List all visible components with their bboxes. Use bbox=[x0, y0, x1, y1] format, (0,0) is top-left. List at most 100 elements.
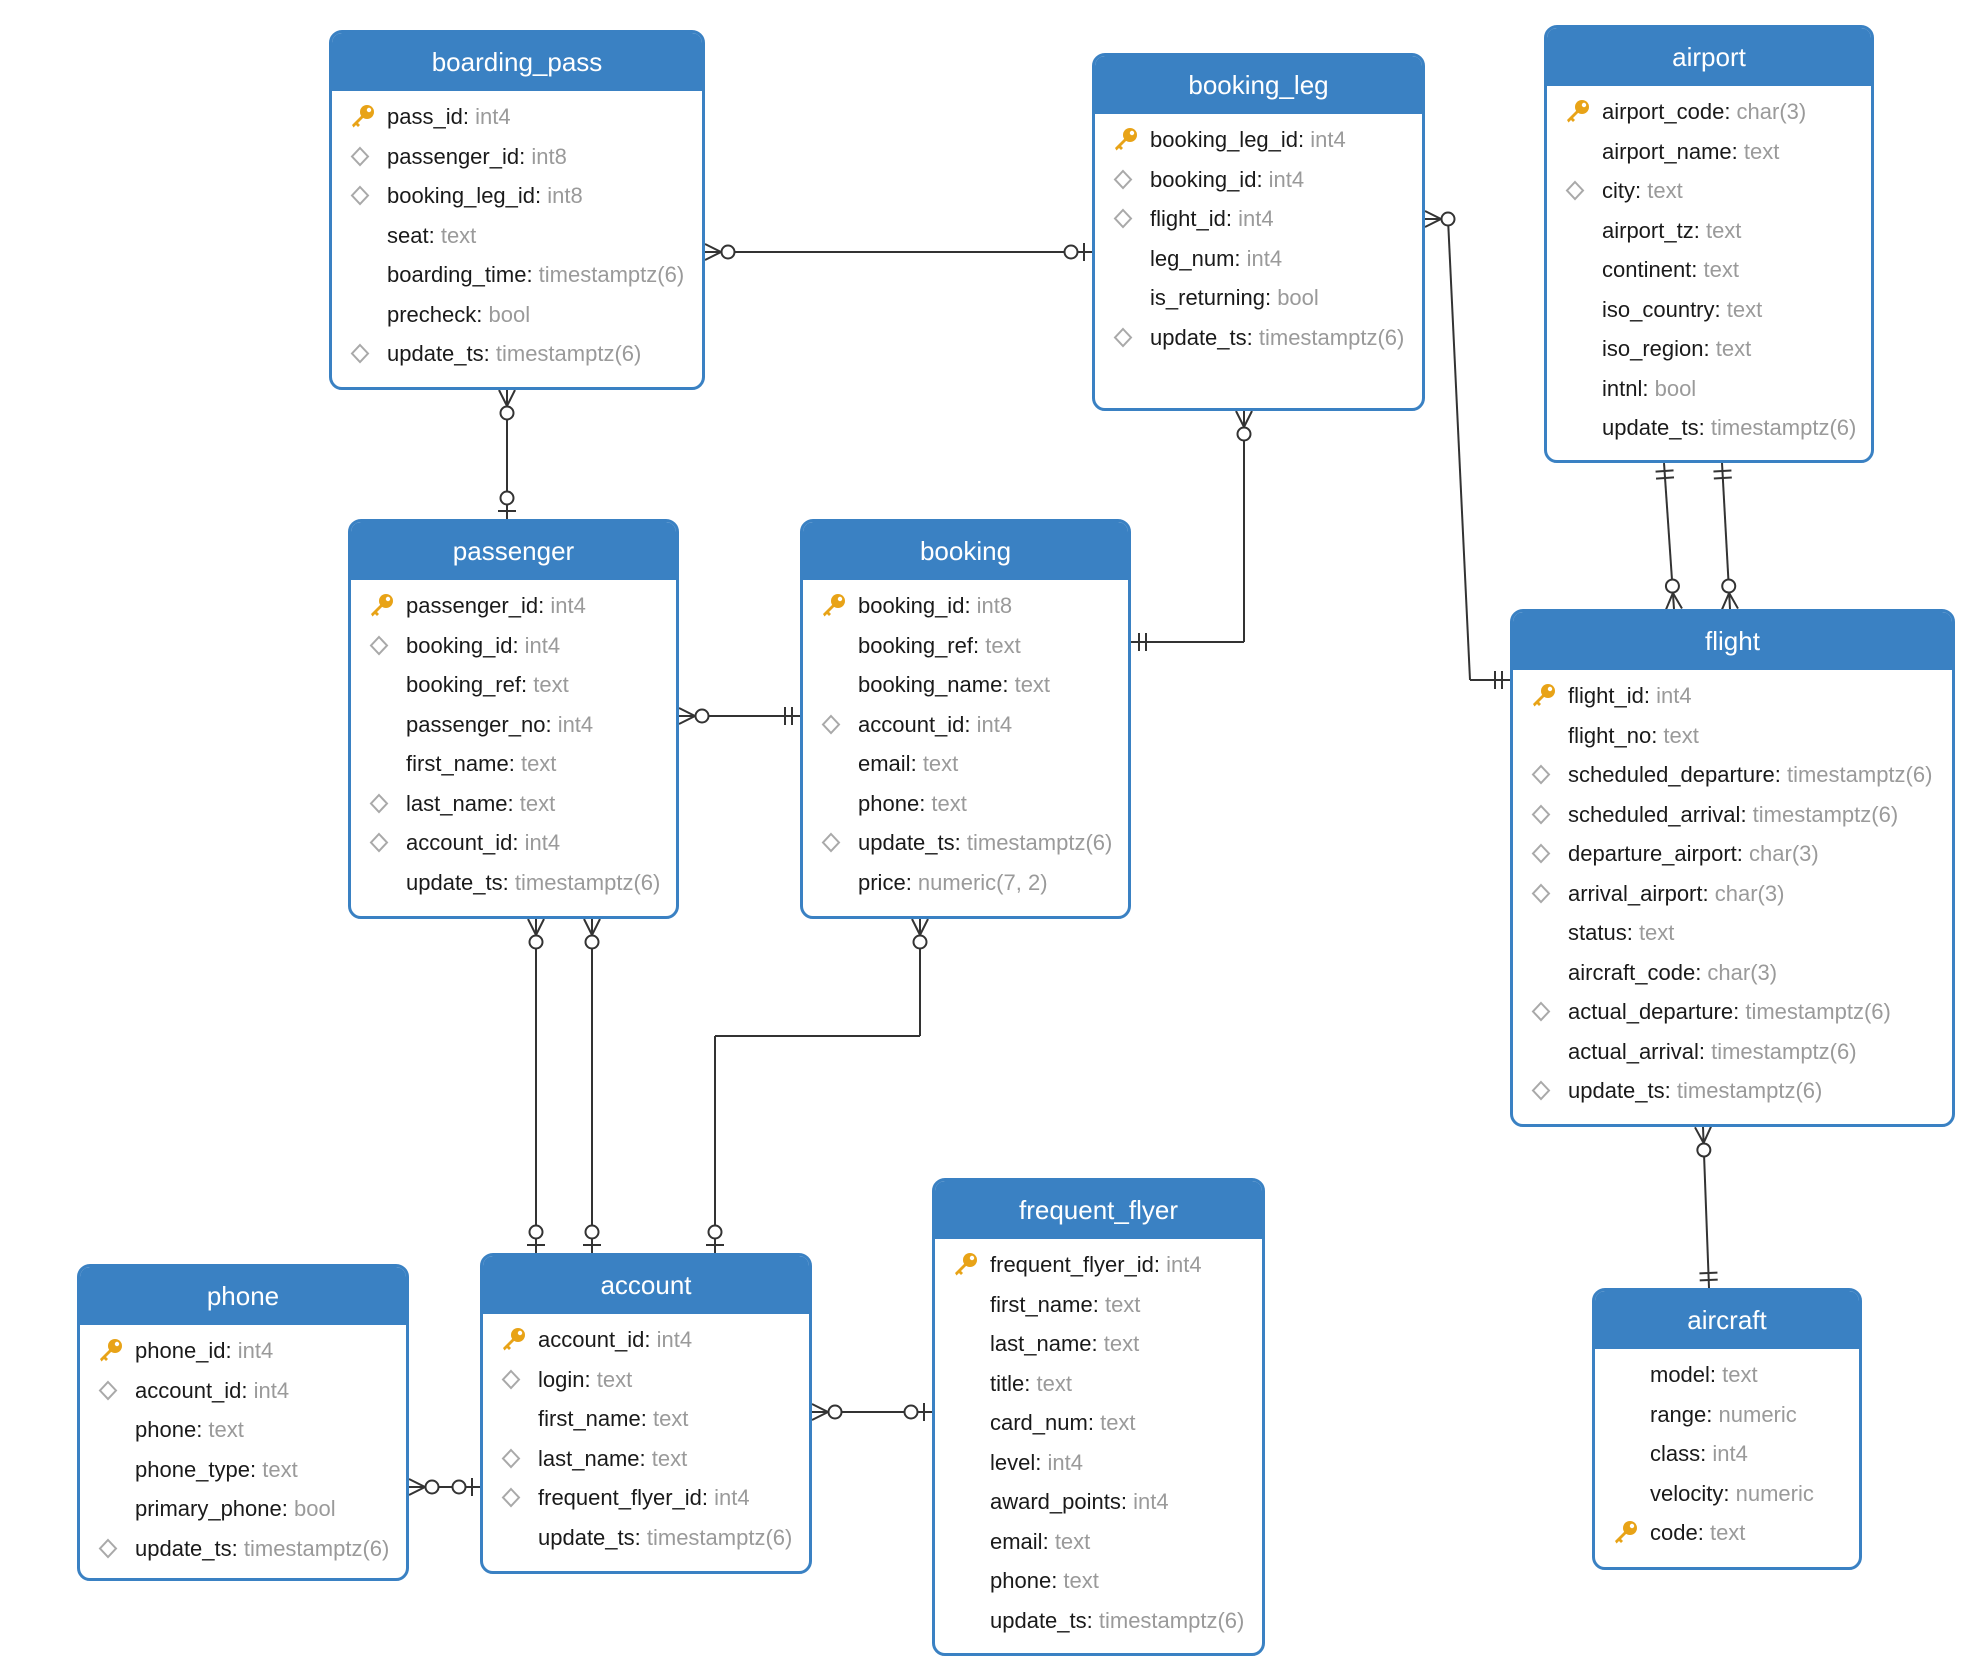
field-text: booking_ref: text bbox=[858, 632, 1021, 658]
field-name: first_name bbox=[538, 1406, 641, 1431]
field-row: scheduled_arrival: timestamptz(6) bbox=[1513, 795, 1952, 835]
field-type: int4 bbox=[1166, 1252, 1202, 1277]
field-name: scheduled_departure bbox=[1568, 762, 1775, 787]
field-text: update_ts: timestamptz(6) bbox=[406, 869, 661, 895]
field-name: title bbox=[990, 1370, 1025, 1396]
field-row: flight_no: text bbox=[1513, 716, 1952, 756]
diamond-icon bbox=[367, 626, 397, 666]
field-type: int4 bbox=[714, 1485, 750, 1510]
field-type: numeric bbox=[1718, 1401, 1797, 1427]
field-text: iso_region: text bbox=[1602, 336, 1752, 361]
field-text: booking_leg_id: int8 bbox=[387, 183, 583, 208]
field-type: text bbox=[1100, 1410, 1136, 1435]
field-name: pass_id bbox=[387, 104, 463, 129]
field-text: arrival_airport: char(3) bbox=[1568, 880, 1785, 906]
diamond-icon bbox=[1529, 755, 1559, 795]
field-name: phone bbox=[990, 1568, 1052, 1593]
field-name: last_name bbox=[538, 1445, 640, 1471]
field-type: text bbox=[1663, 722, 1699, 748]
diamond-icon bbox=[1529, 874, 1559, 914]
field-type: text bbox=[1103, 1331, 1140, 1356]
entity-title: aircraft bbox=[1595, 1291, 1859, 1349]
field-type: text bbox=[440, 222, 477, 248]
diamond-icon bbox=[1529, 992, 1559, 1032]
field-row: precheck: bool bbox=[332, 295, 702, 335]
field-row: login: text bbox=[483, 1360, 809, 1400]
field-name: update_ts bbox=[990, 1607, 1087, 1633]
field-text: pass_id: int4 bbox=[387, 104, 511, 129]
field-type: int4 bbox=[1133, 1489, 1169, 1514]
relationship-passenger-account bbox=[527, 918, 545, 1253]
field-name: passenger_no bbox=[406, 711, 546, 737]
field-name: model bbox=[1650, 1362, 1710, 1387]
field-text: booking_ref: text bbox=[406, 672, 569, 697]
field-name: seat bbox=[387, 222, 429, 248]
field-name: departure_airport bbox=[1568, 841, 1737, 866]
blank-icon bbox=[96, 1489, 126, 1529]
field-type: bool bbox=[488, 301, 531, 327]
field-row: price: numeric(7, 2) bbox=[803, 863, 1128, 903]
field-type: timestamptz(6) bbox=[966, 830, 1113, 855]
field-row: update_ts: timestamptz(6) bbox=[803, 823, 1128, 863]
field-text: price: numeric(7, 2) bbox=[858, 869, 1048, 895]
field-text: phone: text bbox=[135, 1417, 244, 1442]
blank-icon bbox=[951, 1561, 981, 1601]
field-name: account_id bbox=[538, 1327, 645, 1352]
field-row: phone: text bbox=[80, 1410, 406, 1450]
entity-airport[interactable]: airport airport_code: char(3)airport_nam… bbox=[1544, 25, 1874, 463]
field-row: velocity: numeric bbox=[1595, 1474, 1859, 1514]
field-type: text bbox=[533, 672, 569, 697]
field-name: phone_id bbox=[135, 1338, 226, 1363]
diamond-icon bbox=[1111, 160, 1141, 200]
relationship-boarding-pass-booking-leg bbox=[704, 243, 1092, 261]
field-row: class: int4 bbox=[1595, 1434, 1859, 1474]
diamond-icon bbox=[819, 823, 849, 863]
field-row: frequent_flyer_id: int4 bbox=[935, 1245, 1262, 1285]
field-row: status: text bbox=[1513, 913, 1952, 953]
field-type: text bbox=[651, 1445, 688, 1471]
field-type: text bbox=[1104, 1291, 1141, 1317]
field-name: price bbox=[858, 869, 906, 895]
blank-icon bbox=[819, 665, 849, 705]
field-name: scheduled_arrival bbox=[1568, 801, 1741, 827]
field-type: timestamptz(6) bbox=[538, 262, 685, 287]
field-row: update_ts: timestamptz(6) bbox=[332, 334, 702, 374]
field-text: card_num: text bbox=[990, 1410, 1136, 1435]
field-text: range: numeric bbox=[1650, 1401, 1797, 1427]
field-type: int4 bbox=[524, 632, 561, 658]
field-name: class bbox=[1650, 1441, 1701, 1466]
relationship-phone-account bbox=[408, 1478, 480, 1496]
entity-title: booking bbox=[803, 522, 1128, 580]
field-type: char(3) bbox=[1707, 959, 1778, 985]
field-name: flight_id bbox=[1150, 206, 1226, 231]
field-text: scheduled_departure: timestamptz(6) bbox=[1568, 762, 1933, 787]
field-text: actual_arrival: timestamptz(6) bbox=[1568, 1038, 1857, 1064]
diamond-icon bbox=[96, 1371, 126, 1411]
field-text: city: text bbox=[1602, 178, 1683, 203]
field-type: text bbox=[1726, 296, 1763, 322]
diamond-icon bbox=[367, 784, 397, 824]
blank-icon bbox=[367, 705, 397, 745]
blank-icon bbox=[819, 626, 849, 666]
field-text: status: text bbox=[1568, 920, 1675, 945]
field-row: passenger_id: int8 bbox=[332, 137, 702, 177]
field-text: phone: text bbox=[858, 790, 967, 816]
field-type: text bbox=[1647, 178, 1683, 203]
field-type: timestamptz(6) bbox=[243, 1535, 390, 1561]
blank-icon bbox=[1563, 329, 1593, 369]
field-name: update_ts bbox=[1150, 324, 1247, 350]
field-text: update_ts: timestamptz(6) bbox=[538, 1524, 793, 1550]
field-text: iso_country: text bbox=[1602, 296, 1763, 322]
field-name: actual_departure bbox=[1568, 999, 1734, 1024]
field-type: bool bbox=[1277, 285, 1319, 310]
